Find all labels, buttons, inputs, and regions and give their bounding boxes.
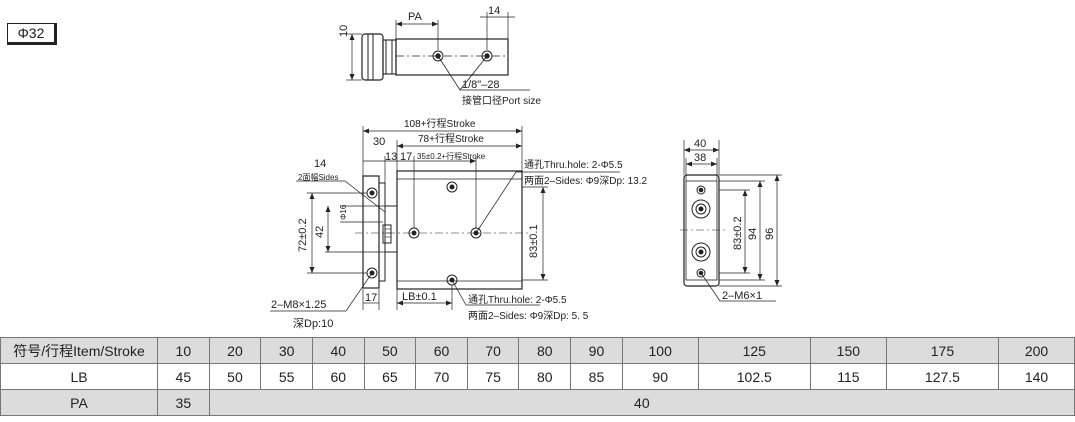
table-cell: 150 [809,337,887,364]
table-cell: 45 [157,363,210,390]
table-cell: 60 [311,363,365,390]
dim-pa: PA [408,11,423,23]
dim-10-top: 10 [338,25,350,37]
label-hole-top-1: 通孔Thru.hole: 2-Φ5.5 [524,159,623,171]
table-cell: 102.5 [697,363,811,390]
dim-96: 96 [764,228,776,240]
row-header-pa: PA [0,389,158,416]
table-cell: 115 [809,363,887,390]
label-m8-thread: 2–M8×1.25 [271,299,326,311]
label-hole-bottom-2: 两面2–Sides: Φ9深Dp: 5. 5 [468,310,589,322]
dim-13: 13 [385,151,397,163]
table-cell: 100 [621,337,699,364]
dim-14-top: 14 [488,5,500,17]
table-cell: 35 [157,389,210,416]
dim-78: 78+行程Stroke [418,132,484,145]
table-cell: 75 [466,363,520,390]
row-header-lb: LB [0,363,158,390]
table-cell: 90 [621,363,699,390]
label-sides-wrench: 2面幅Sides [298,172,338,182]
side-body [683,174,720,287]
table-cell: 70 [415,363,468,390]
table-cell: 20 [208,337,262,364]
dim-38: 38 [694,152,706,164]
top-port-2 [481,50,493,62]
front-body [396,170,523,290]
table-cell: 80 [518,363,572,390]
dim-phi16: Φ16 [339,204,348,220]
table-cell: 65 [363,363,417,390]
table-cell: 50 [208,363,262,390]
table-cell: 125 [697,337,811,364]
dim-lb: LB±0.1 [402,291,437,303]
port-size-label: 接管口径Port size [462,94,541,107]
table-cell: 10 [157,337,210,364]
table-cell: 127.5 [885,363,1000,390]
dim-94: 94 [747,228,759,240]
side-view [680,140,782,302]
table-cell: 80 [518,337,572,364]
table-row: LB 45 50 55 60 65 70 75 80 85 90 102.5 1… [0,363,1075,390]
table-cell: 40 [311,337,365,364]
dim-40: 40 [694,138,706,150]
dim-35-stroke: 35±0.2+行程Stroke [417,151,486,161]
table-cell: 60 [415,337,468,364]
dim-83-front: 83±0.1 [528,224,540,258]
dim-42: 42 [314,226,326,238]
table-cell: 50 [363,337,417,364]
row-header-item-stroke: 符号/行程Item/Stroke [0,337,158,364]
bore-size-badge: Φ32 [7,23,57,45]
table-cell: 55 [260,363,313,390]
table-cell: 140 [998,363,1075,390]
port-thread-label: 1/8"–28 [462,79,500,91]
label-hole-bottom-1: 通孔Thru.hole: 2-Φ5.5 [468,294,567,306]
dim-108: 108+行程Stroke [404,117,476,130]
table-row: 符号/行程Item/Stroke 10 20 30 40 50 60 70 80… [0,337,1075,364]
table-cell: 200 [998,337,1075,364]
top-port-1 [432,50,444,62]
label-m8-depth: 深Dp:10 [293,317,333,330]
table-cell: 70 [466,337,520,364]
table-cell: 175 [885,337,1000,364]
stroke-spec-table: 符号/行程Item/Stroke 10 20 30 40 50 60 70 80… [0,337,1075,416]
front-view [270,126,620,312]
dim-14-front: 14 [314,158,326,170]
dim-17-bottom: 17 [365,292,377,304]
label-hole-top-2: 两面2–Sides: Φ9深Dp: 13.2 [524,175,647,187]
table-cell: 30 [260,337,313,364]
top-view [346,12,530,91]
technical-drawing: PA 14 10 1/8"–28 接管口径Port size [270,5,782,330]
table-row: PA 35 40 [0,389,1075,416]
top-view-body [395,38,509,76]
label-m6-thread: 2–M6×1 [722,290,762,302]
table-cell: 90 [570,337,623,364]
dim-83-side: 83±0.2 [732,216,744,250]
table-cell: 85 [570,363,623,390]
dim-72: 72±0.2 [297,218,309,252]
dim-17-top: 17 [400,151,412,163]
dim-30: 30 [373,136,385,148]
table-cell-merged: 40 [208,389,1075,416]
